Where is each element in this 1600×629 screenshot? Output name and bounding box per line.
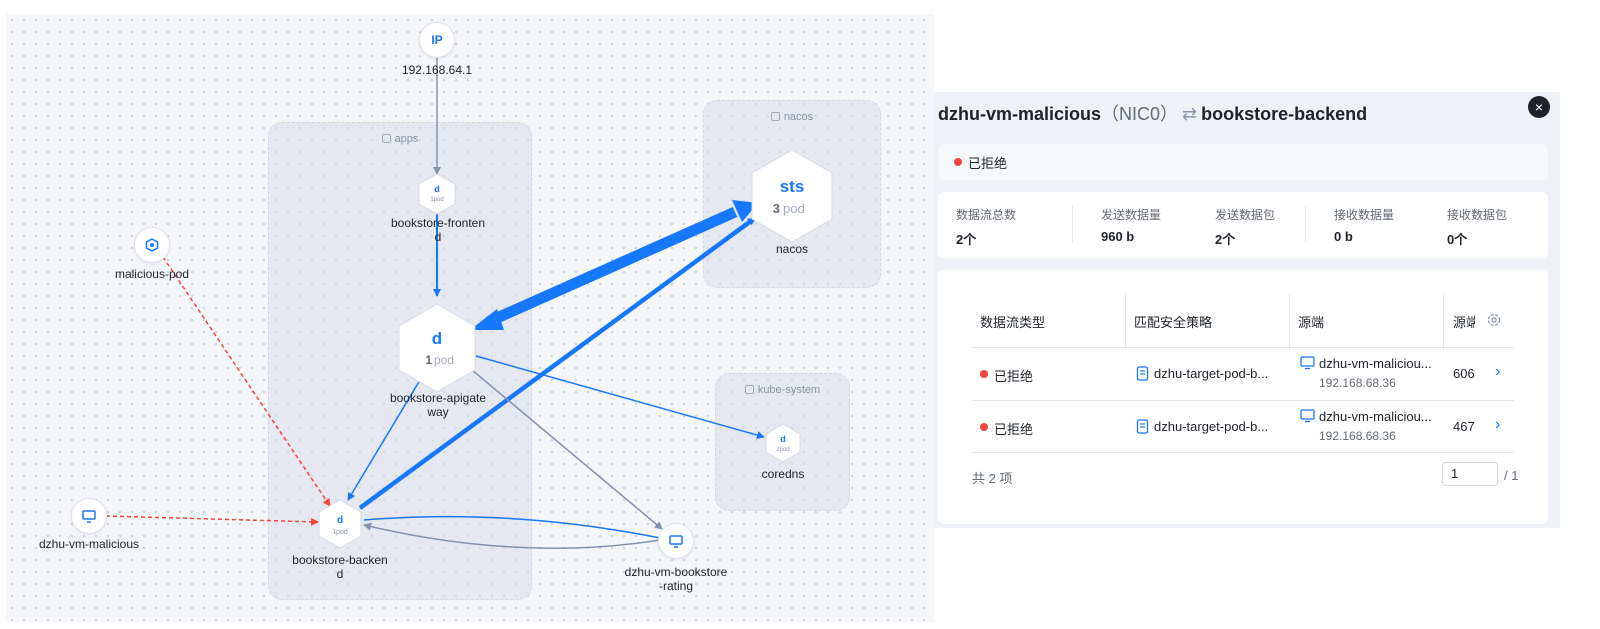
stat-value: 0个 bbox=[1447, 232, 1468, 247]
pod-icon bbox=[145, 238, 159, 252]
policy-doc-icon bbox=[1136, 366, 1149, 381]
namespace-icon bbox=[744, 385, 754, 394]
status-banner: 已拒绝 bbox=[938, 144, 1548, 180]
status-dot-icon bbox=[980, 370, 988, 378]
group-kube-system: kube-system bbox=[715, 373, 850, 511]
policy-doc-icon bbox=[1136, 419, 1149, 434]
row-source-name: dzhu-vm-maliciou... bbox=[1319, 409, 1432, 424]
group-apps: apps bbox=[268, 122, 532, 600]
row-type: 已拒绝 bbox=[994, 369, 1034, 384]
panel-source: dzhu-vm-malicious bbox=[938, 104, 1102, 124]
vm-rating-label-line1: dzhu-vm-bookstore bbox=[624, 565, 728, 579]
column-divider bbox=[1125, 294, 1126, 350]
stat-value: 2个 bbox=[956, 232, 977, 247]
ip-badge: IP bbox=[431, 33, 443, 47]
stat-flow-total: 数据流总数 2个 bbox=[956, 206, 1016, 248]
backend-label-line2: d bbox=[336, 567, 344, 581]
row-policy[interactable]: dzhu-target-pod-b... bbox=[1154, 419, 1269, 434]
stat-label: 发送数据量 bbox=[1101, 208, 1162, 222]
row-source-port: 467 bbox=[1453, 419, 1475, 434]
column-header-source[interactable]: 源端 bbox=[1298, 315, 1325, 330]
monitor-icon bbox=[82, 509, 96, 523]
stat-label: 数据流总数 bbox=[956, 208, 1017, 222]
table-total: 共 2 项 bbox=[972, 471, 1013, 486]
panel-target: bookstore-backend bbox=[1201, 104, 1368, 124]
column-divider bbox=[1443, 294, 1444, 350]
namespace-icon bbox=[770, 112, 780, 121]
stat-divider bbox=[1072, 206, 1073, 242]
stat-sent-packets: 发送数据包 2个 bbox=[1215, 206, 1275, 248]
column-header-source-port[interactable]: 源端 bbox=[1453, 315, 1475, 330]
close-button[interactable]: × bbox=[1528, 96, 1550, 118]
vm-malicious-label: dzhu-vm-malicious bbox=[38, 537, 140, 551]
stat-value: 0 b bbox=[1334, 229, 1353, 244]
node-vm-malicious[interactable] bbox=[71, 498, 107, 534]
backend-label-line1: bookstore-backen bbox=[292, 553, 388, 567]
ip-label: 192.168.64.1 bbox=[401, 63, 473, 77]
panel-nic: （NIC0） bbox=[1101, 104, 1179, 124]
node-ip[interactable]: IP bbox=[419, 22, 455, 58]
page-count: / 1 bbox=[1504, 468, 1519, 483]
close-icon: × bbox=[1534, 99, 1544, 115]
monitor-icon bbox=[1300, 356, 1315, 370]
row-source-ip: 192.168.68.36 bbox=[1319, 376, 1396, 390]
stats-card: 数据流总数 2个 发送数据量 960 b 发送数据包 2个 接收数据量 0 b 接收数据… bbox=[938, 192, 1548, 258]
status-dot-icon bbox=[980, 423, 988, 431]
stat-received-bytes: 接收数据量 0 b bbox=[1334, 206, 1394, 244]
row-source-port: 606 bbox=[1453, 366, 1475, 381]
frontend-label-line1: bookstore-fronten bbox=[390, 216, 486, 230]
group-nacos: nacos bbox=[703, 100, 881, 288]
page-input[interactable]: 1 bbox=[1442, 462, 1498, 486]
column-header-type[interactable]: 数据流类型 bbox=[980, 315, 1046, 330]
stat-received-packets: 接收数据包 0个 bbox=[1447, 206, 1507, 248]
row-policy[interactable]: dzhu-target-pod-b... bbox=[1154, 366, 1269, 381]
frontend-label: bookstore-fronten d bbox=[378, 216, 498, 244]
stat-label: 接收数据包 bbox=[1447, 208, 1508, 222]
row-detail-chevron-icon[interactable]: › bbox=[1495, 363, 1501, 380]
node-vm-rating[interactable] bbox=[658, 523, 694, 559]
status-text: 已拒绝 bbox=[968, 155, 1008, 171]
group-apps-label: apps bbox=[394, 133, 419, 145]
row-divider bbox=[972, 400, 1514, 401]
stat-value: 2个 bbox=[1215, 232, 1236, 247]
coredns-label: coredns bbox=[761, 467, 805, 481]
panel-title: dzhu-vm-malicious（NIC0）⇄bookstore-backen… bbox=[938, 100, 1367, 126]
stat-label: 接收数据量 bbox=[1334, 208, 1395, 222]
settings-gear-icon[interactable] bbox=[1486, 312, 1502, 328]
apigateway-label-line1: bookstore-apigate bbox=[389, 391, 487, 405]
vm-rating-label: dzhu-vm-bookstore -rating bbox=[616, 565, 736, 593]
backend-label: bookstore-backen d bbox=[280, 553, 400, 581]
row-source-name: dzhu-vm-maliciou... bbox=[1319, 356, 1432, 371]
apigateway-label: bookstore-apigate way bbox=[378, 391, 498, 419]
apigateway-label-line2: way bbox=[427, 405, 449, 419]
monitor-icon bbox=[669, 534, 683, 548]
flow-detail-panel: dzhu-vm-malicious（NIC0）⇄bookstore-backen… bbox=[934, 92, 1560, 528]
monitor-icon bbox=[1300, 409, 1315, 423]
group-kube-system-label: kube-system bbox=[757, 384, 821, 396]
vm-rating-label-line2: -rating bbox=[658, 579, 693, 593]
column-divider bbox=[1289, 294, 1290, 350]
stat-value: 960 b bbox=[1101, 229, 1135, 244]
stat-label: 发送数据包 bbox=[1215, 208, 1276, 222]
row-divider bbox=[972, 452, 1514, 453]
group-nacos-label: nacos bbox=[783, 111, 814, 123]
row-divider bbox=[972, 347, 1514, 348]
column-header-policy[interactable]: 匹配安全策略 bbox=[1134, 315, 1213, 330]
nacos-label: nacos bbox=[775, 242, 809, 256]
frontend-label-line2: d bbox=[434, 230, 442, 244]
flow-table: 数据流类型 匹配安全策略 源端 源端 已拒绝 dzhu-target-pod-b… bbox=[938, 270, 1548, 524]
row-type: 已拒绝 bbox=[994, 422, 1034, 437]
namespace-icon bbox=[381, 134, 391, 143]
status-dot-icon bbox=[954, 158, 962, 166]
row-detail-chevron-icon[interactable]: › bbox=[1495, 416, 1501, 433]
swap-arrows-icon[interactable]: ⇄ bbox=[1182, 104, 1198, 124]
node-malicious-pod[interactable] bbox=[134, 227, 170, 263]
stat-sent-bytes: 发送数据量 960 b bbox=[1101, 206, 1161, 244]
row-source-ip: 192.168.68.36 bbox=[1319, 429, 1396, 443]
stat-divider bbox=[1305, 206, 1306, 242]
malicious-pod-label: malicious-pod bbox=[114, 267, 190, 281]
